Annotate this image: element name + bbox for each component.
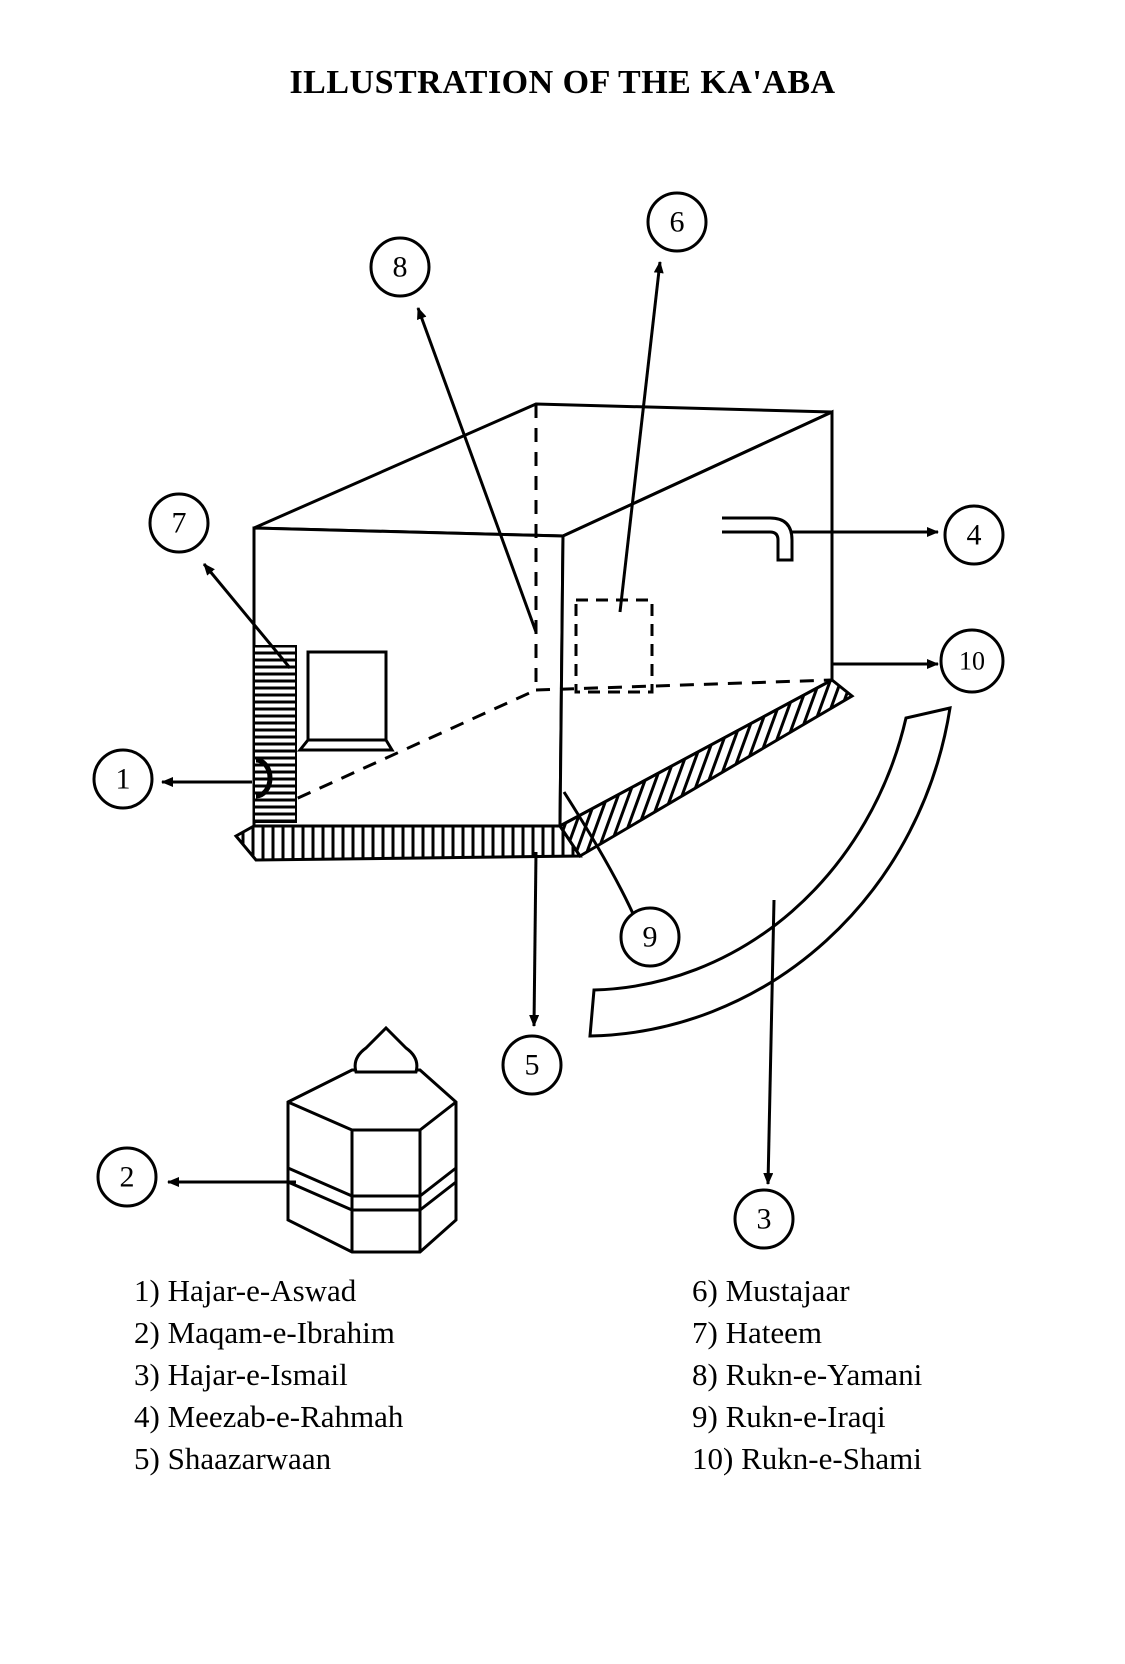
marker-8-label: 8: [393, 251, 408, 284]
marker-9: 9: [619, 906, 681, 968]
legend-item-7: 7) Hateem: [692, 1315, 822, 1350]
marker-2-label: 2: [120, 1161, 135, 1194]
legend-right: 6) Mustajaar 7) Hateem 8) Rukn-e-Yamani …: [692, 1270, 922, 1480]
legend-item-6: 6) Mustajaar: [692, 1273, 850, 1308]
legend-item-8: 8) Rukn-e-Yamani: [692, 1357, 923, 1392]
marker-4: 4: [943, 504, 1005, 566]
hajar-e-aswad-corner: [255, 757, 273, 799]
kaaba-front-face: [252, 526, 565, 828]
marker-6: 6: [646, 191, 708, 253]
marker-9-label: 9: [643, 921, 658, 954]
marker-7-label: 7: [172, 507, 187, 540]
marker-1-label: 1: [116, 763, 131, 796]
marker-4-label: 4: [967, 519, 982, 552]
legend-left: 1) Hajar-e-Aswad 2) Maqam-e-Ibrahim 3) H…: [134, 1270, 403, 1480]
maqam-e-ibrahim-structure: [286, 1025, 458, 1254]
legend-item-4: 4) Meezab-e-Rahmah: [134, 1399, 404, 1434]
legend-item-1: 1) Hajar-e-Aswad: [134, 1273, 357, 1308]
diagram-title: ILLUSTRATION OF THE KA'ABA: [289, 64, 836, 101]
legend-item-9: 9) Rukn-e-Iraqi: [692, 1399, 886, 1434]
shaazarwaan-side-base: [557, 678, 855, 859]
kaaba-door: [296, 650, 395, 752]
marker-3-label: 3: [757, 1203, 772, 1236]
marker-1: 1: [92, 748, 154, 810]
meezab-spout: [722, 516, 794, 562]
legend-item-10: 10) Rukn-e-Shami: [692, 1441, 922, 1476]
kaaba-cube: [252, 402, 834, 829]
marker-8: 8: [369, 236, 431, 298]
marker-6-label: 6: [670, 206, 685, 239]
marker-10-label: 10: [959, 647, 985, 676]
callout-arrows: [161, 261, 939, 1187]
marker-5: 5: [501, 1034, 563, 1096]
marker-7: 7: [148, 492, 210, 554]
marker-5-label: 5: [525, 1049, 540, 1082]
hajar-e-ismail-arc: [588, 706, 952, 1038]
shaazarwaan-front-base: [233, 824, 583, 862]
marker-3: 3: [733, 1188, 795, 1250]
marker-10: 10: [939, 628, 1005, 694]
legend-item-2: 2) Maqam-e-Ibrahim: [134, 1315, 395, 1350]
mustajaar-dashed-square: [574, 598, 654, 694]
legend-item-3: 3) Hajar-e-Ismail: [134, 1357, 348, 1392]
marker-2: 2: [96, 1146, 158, 1208]
legend-item-5: 5) Shaazarwaan: [134, 1441, 332, 1476]
